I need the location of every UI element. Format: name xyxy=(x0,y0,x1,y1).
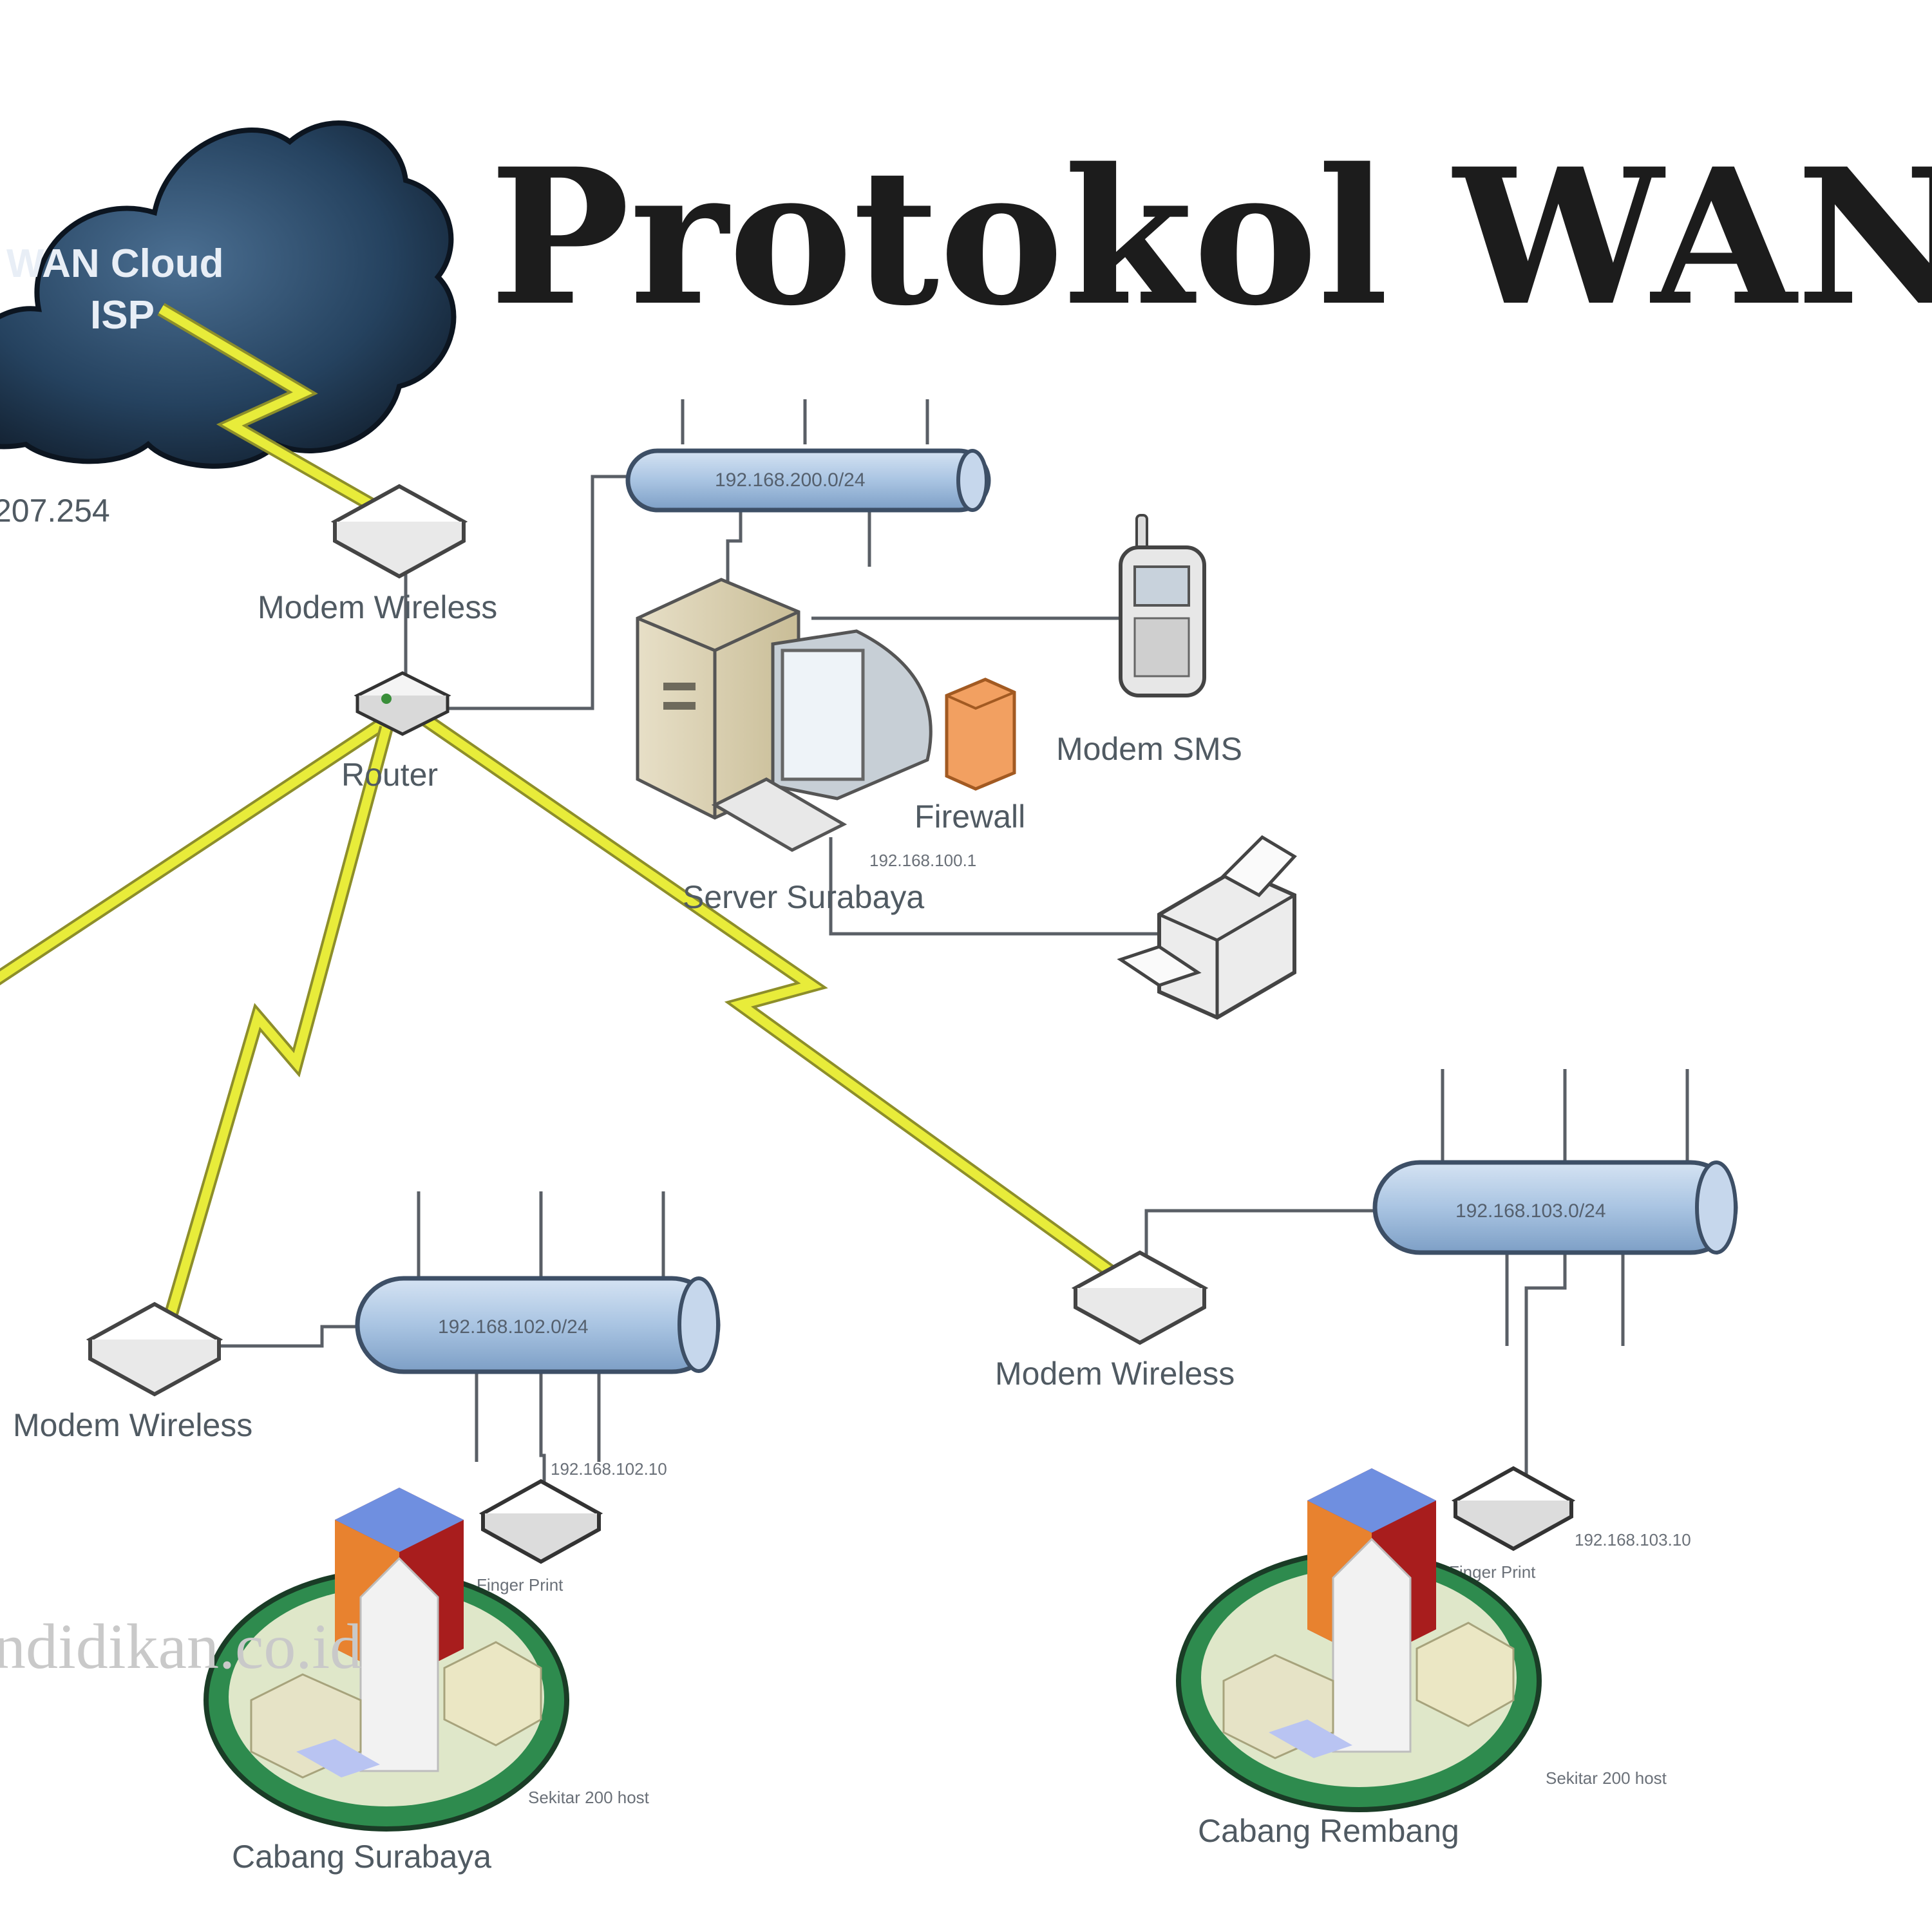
branch-rembang-icon xyxy=(1176,1468,1542,1812)
modem-top-label: Modem Wireless xyxy=(258,589,497,625)
fingerprint-left-ip: 192.168.102.10 xyxy=(551,1459,667,1479)
fingerprint-left-label: Finger Print xyxy=(477,1575,564,1595)
bus-top-label: 192.168.200.0/24 xyxy=(715,469,866,491)
phone-icon xyxy=(1119,514,1206,697)
router-icon xyxy=(354,671,451,736)
modem-left-icon xyxy=(86,1302,223,1397)
ethernet-wires xyxy=(213,399,1689,1501)
modem-top-icon xyxy=(330,484,468,579)
bus-top: 192.168.200.0/24 xyxy=(625,448,991,513)
server-ip-label: 192.168.100.1 xyxy=(869,851,976,870)
hosts-left-label: Sekitar 200 host xyxy=(528,1788,650,1807)
bus-left: 192.168.102.0/24 xyxy=(355,1276,721,1374)
branch-rembang-label: Cabang Rembang xyxy=(1198,1813,1459,1849)
cloud-ip-label: 207.254 xyxy=(0,493,110,529)
cloud-label-line2: ISP xyxy=(90,293,155,337)
fingerprint-left-icon xyxy=(478,1479,603,1564)
modem-right-icon xyxy=(1071,1250,1209,1345)
hosts-right-label: Sekitar 200 host xyxy=(1546,1768,1667,1788)
watermark-text: ndidikan.co.id xyxy=(0,1611,362,1682)
server-icon xyxy=(636,578,933,852)
bus-left-label: 192.168.102.0/24 xyxy=(438,1316,589,1338)
page-title: Protokol WAN xyxy=(489,128,1932,347)
bus-right-label: 192.168.103.0/24 xyxy=(1455,1200,1606,1222)
server-label: Server Surabaya xyxy=(683,879,924,915)
modem-left-label: Modem Wireless xyxy=(13,1407,252,1443)
fingerprint-right-icon xyxy=(1451,1466,1576,1551)
branch-surabaya-icon xyxy=(204,1488,569,1832)
modem-right-label: Modem Wireless xyxy=(995,1356,1235,1392)
fingerprint-right-ip: 192.168.103.10 xyxy=(1575,1530,1691,1549)
cloud-label-line1: WAN Cloud xyxy=(6,242,224,286)
router-label: Router xyxy=(341,757,438,793)
bus-right: 192.168.103.0/24 xyxy=(1372,1160,1738,1255)
branch-surabaya-label: Cabang Surabaya xyxy=(232,1839,491,1875)
firewall-icon xyxy=(945,677,1016,791)
firewall-label: Firewall xyxy=(914,799,1025,835)
modem-sms-label: Modem SMS xyxy=(1056,731,1242,767)
wan-links xyxy=(0,303,1138,1329)
wan-cloud: WAN Cloud ISP xyxy=(0,120,457,469)
printer-icon xyxy=(1117,835,1297,1020)
